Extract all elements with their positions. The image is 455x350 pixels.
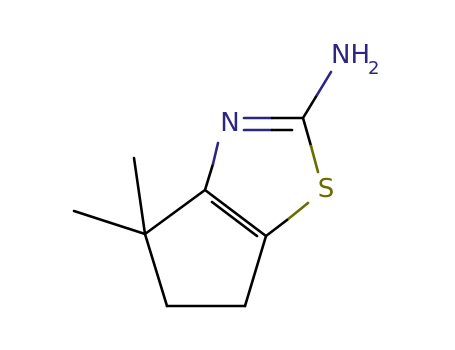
bond-c3a-c6a-inner <box>210 200 259 238</box>
bond-methyl-left <box>72 209 147 236</box>
bond-c2-amine-nitrogen <box>315 70 333 97</box>
bond-c2-s-carbon <box>301 116 313 148</box>
bond-c3a-n-segment-carbon <box>203 162 215 192</box>
bond-c6-c6a <box>243 234 268 308</box>
bond-c2-s-sulfur <box>309 144 320 174</box>
bond-c4-c5 <box>143 232 169 308</box>
bond-c3a-n-segment-nitrogen <box>211 141 220 166</box>
amine-subscript: 2 <box>368 58 379 79</box>
bond-s-c6a-sulfur <box>285 201 310 222</box>
bond-c3a-c6a <box>203 188 268 238</box>
bond-c2-amine-carbon <box>301 93 319 120</box>
sulfur-label: S <box>318 174 335 204</box>
amine-label: NH <box>331 40 370 70</box>
ring-nitrogen-label: N <box>220 108 239 138</box>
bond-s-c6a-carbon <box>264 218 289 238</box>
bond-c4-c3a <box>143 188 207 236</box>
bond-methyl-upper <box>132 156 147 236</box>
